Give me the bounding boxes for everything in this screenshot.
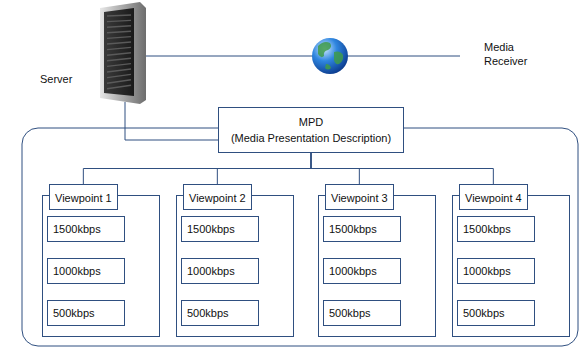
mpd-text: (Media Presentation Description) xyxy=(231,130,391,146)
bitrate-label: 1500kbps xyxy=(329,223,377,236)
mpd-box: MPD(Media Presentation Description) xyxy=(218,107,404,153)
viewpoint-box: Viewpoint 4 1500kbps 1000kbps 500kbps xyxy=(452,195,570,337)
viewpoint-box: Viewpoint 2 1500kbps 1000kbps 500kbps xyxy=(176,195,294,337)
bitrate-label: 500kbps xyxy=(463,307,505,320)
bitrate-label: 1000kbps xyxy=(463,265,511,278)
bitrate-box: 500kbps xyxy=(181,300,259,326)
tree-connector xyxy=(217,153,311,184)
viewpoint-title: Viewpoint 4 xyxy=(465,192,522,204)
viewpoint-heading-box: Viewpoint 2 xyxy=(183,184,252,210)
viewpoint-title: Viewpoint 1 xyxy=(55,192,112,204)
server-mpd-link xyxy=(125,102,218,140)
bitrate-label: 500kbps xyxy=(53,307,95,320)
bitrate-label: 1000kbps xyxy=(187,265,235,278)
network-link xyxy=(140,56,460,57)
receiver-label: Media Receiver xyxy=(484,40,544,68)
viewpoint-box: Viewpoint 1 1500kbps 1000kbps 500kbps xyxy=(42,195,160,337)
tree-connector xyxy=(311,153,493,184)
bitrate-label: 1000kbps xyxy=(329,265,377,278)
bitrate-box: 1000kbps xyxy=(457,258,535,284)
bitrate-box: 500kbps xyxy=(323,300,401,326)
bitrate-label: 500kbps xyxy=(187,307,229,320)
bitrate-box: 1000kbps xyxy=(181,258,259,284)
bitrate-box: 1500kbps xyxy=(181,216,259,242)
bitrate-label: 1500kbps xyxy=(53,223,101,236)
viewpoint-heading-box: Viewpoint 3 xyxy=(325,184,394,210)
bitrate-box: 1000kbps xyxy=(47,258,125,284)
bitrate-label: 1000kbps xyxy=(53,265,101,278)
viewpoint-heading-box: Viewpoint 4 xyxy=(459,184,528,210)
bitrate-box: 1000kbps xyxy=(323,258,401,284)
server-icon xyxy=(100,2,146,104)
bitrate-box: 500kbps xyxy=(47,300,125,326)
mpd-text: MPD xyxy=(299,114,323,130)
bitrate-box: 500kbps xyxy=(457,300,535,326)
bitrate-box: 1500kbps xyxy=(457,216,535,242)
bitrate-box: 1500kbps xyxy=(47,216,125,242)
bitrate-label: 1500kbps xyxy=(463,223,511,236)
viewpoint-title: Viewpoint 3 xyxy=(331,192,388,204)
viewpoint-box: Viewpoint 3 1500kbps 1000kbps 500kbps xyxy=(318,195,436,337)
tree-connector xyxy=(83,153,311,184)
viewpoint-heading-box: Viewpoint 1 xyxy=(49,184,118,210)
viewpoint-title: Viewpoint 2 xyxy=(189,192,246,204)
bitrate-label: 1500kbps xyxy=(187,223,235,236)
server-label: Server xyxy=(40,72,72,86)
server-storage-region xyxy=(22,128,578,346)
bitrate-label: 500kbps xyxy=(329,307,371,320)
globe-icon xyxy=(312,38,348,74)
bitrate-box: 1500kbps xyxy=(323,216,401,242)
